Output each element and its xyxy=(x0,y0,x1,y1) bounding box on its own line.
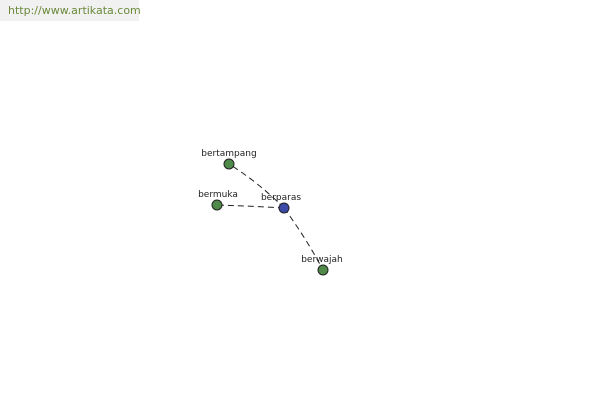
node-bermuka-dot[interactable] xyxy=(211,199,223,211)
node-berparas-label: berparas xyxy=(261,193,301,203)
node-bertampang-label: bertampang xyxy=(201,149,256,159)
node-bertampang[interactable]: bertampang xyxy=(201,149,257,170)
graph-nodes: bertampang bermuka berwajah berparas xyxy=(198,149,343,276)
edge-berparas-bertampang xyxy=(228,163,285,209)
node-berwajah-dot[interactable] xyxy=(317,264,329,276)
node-bermuka[interactable]: bermuka xyxy=(198,190,238,211)
node-bertampang-dot[interactable] xyxy=(223,158,235,170)
graph-edges xyxy=(216,163,324,271)
node-berwajah[interactable]: berwajah xyxy=(301,255,343,276)
site-url-label: http://www.artikata.com xyxy=(0,0,141,21)
node-berwajah-label: berwajah xyxy=(301,255,343,265)
node-berparas[interactable]: berparas xyxy=(261,193,301,214)
node-bermuka-label: bermuka xyxy=(198,190,238,200)
node-berparas-dot[interactable] xyxy=(278,202,290,214)
edge-berparas-bermuka xyxy=(216,204,285,209)
